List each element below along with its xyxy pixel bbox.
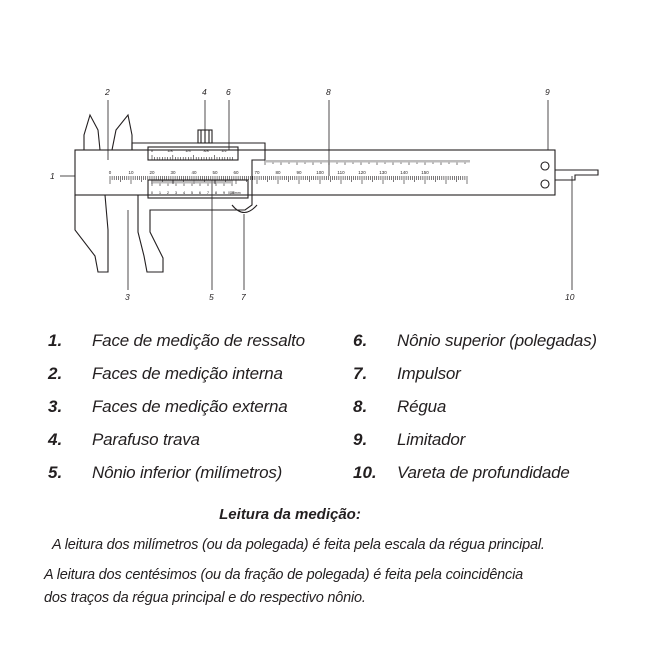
- lower-vernier-label: 7: [207, 190, 210, 195]
- main-scale-label: 30: [170, 170, 176, 175]
- legend-item: 3. Faces de medição externa: [48, 391, 368, 424]
- precision-label: 0,05mm: [228, 191, 241, 195]
- callout-1: 1: [50, 171, 55, 181]
- legend-label: Faces de medição externa: [92, 396, 288, 416]
- fixed-jaw-internal: [83, 113, 101, 151]
- legend-label: Nônio inferior (milímetros): [92, 462, 283, 482]
- legend-label: Nônio superior (polegadas): [397, 331, 597, 351]
- reading-paragraph-1: A leitura dos milímetros (ou da polegada…: [52, 537, 545, 553]
- main-scale-label: 110: [337, 170, 345, 175]
- lower-vernier-label: 6: [199, 190, 202, 195]
- main-scale-label: 70: [254, 170, 260, 175]
- lower-vernier-label: 4: [183, 190, 186, 195]
- main-scale-label: 140: [400, 170, 408, 175]
- main-scale-label: 120: [358, 170, 366, 175]
- legend-number: 7.: [353, 364, 368, 384]
- callout-10: 10: [565, 292, 575, 302]
- vernier-scales: [151, 155, 233, 186]
- main-scale-label: 0: [109, 170, 112, 175]
- thumb-impulsor: [231, 204, 258, 214]
- legend-item: 5. Nônio inferior (milímetros): [48, 456, 368, 489]
- callout-4: 4: [202, 87, 207, 97]
- lower-vernier-label: 10: [230, 190, 235, 195]
- main-scale-label: 150: [421, 170, 429, 175]
- legend-column-right: 6.Nônio superior (polegadas) 7.Impulsor …: [353, 325, 650, 489]
- legend-item: 6. Nônio superior (polegadas): [353, 325, 650, 358]
- lower-vernier-label: 2: [167, 190, 170, 195]
- legend-column-left: 1. Face de medição de ressalto 2. Faces de…: [48, 325, 368, 489]
- legend-item: 8. Régua: [353, 391, 650, 424]
- legend-number: 2.: [48, 364, 63, 384]
- main-scale-label: 90: [296, 170, 302, 175]
- main-scale-label: 80: [275, 170, 281, 175]
- sliding-jaw-internal: [111, 113, 133, 151]
- depth-rod: [555, 169, 599, 181]
- reading-title: Leitura da medição:: [219, 506, 361, 523]
- legend-number: 6.: [353, 331, 368, 351]
- legend-label: Impulsor: [397, 364, 461, 384]
- main-scale-label: 10: [128, 170, 134, 175]
- lower-vernier-label: 0: [151, 190, 154, 195]
- upper-vernier-window: [147, 146, 239, 161]
- legend-item: 10. Vareta de profundidade: [353, 456, 650, 489]
- upper-vernier-label: 3/8: [203, 148, 209, 153]
- legend-label: Vareta de profundidade: [397, 462, 570, 482]
- main-scale: [109, 160, 470, 184]
- legend-item: 7. Impulsor: [353, 358, 650, 391]
- legend-number: 3.: [48, 396, 63, 416]
- legend-item: 1. Face de medição de ressalto: [48, 325, 368, 358]
- legend-label: Parafuso trava: [92, 429, 200, 449]
- callout-3: 3: [125, 292, 130, 302]
- legend-number: 9.: [353, 429, 368, 449]
- legend-label: Face de medição de ressalto: [92, 331, 305, 351]
- main-scale-label: 100: [316, 170, 324, 175]
- legend-item: 9. Limitador: [353, 423, 650, 456]
- legend-label: Limitador: [397, 429, 466, 449]
- main-beam: [74, 149, 556, 196]
- legend-number: 1.: [48, 331, 63, 351]
- legend-item: 2. Faces de medição interna: [48, 358, 368, 391]
- upper-vernier-label: 0: [151, 148, 154, 153]
- main-scale-label: 130: [379, 170, 387, 175]
- main-scale-label: 20: [149, 170, 155, 175]
- reading-paragraph-2-line-2: dos traços da régua principal e do respe…: [44, 590, 366, 606]
- legend-number: 8.: [353, 396, 368, 416]
- callout-7: 7: [241, 292, 246, 302]
- main-scale-label: 60: [233, 170, 239, 175]
- legend-item: 4. Parafuso trava: [48, 423, 368, 456]
- upper-vernier-label: 1/2: [221, 148, 227, 153]
- lower-vernier-label: 1: [159, 190, 162, 195]
- legend-label: Faces de medição interna: [92, 364, 283, 384]
- upper-vernier-label: 1/4: [185, 148, 191, 153]
- callout-5: 5: [209, 292, 214, 302]
- legend-number: 10.: [353, 462, 377, 482]
- upper-vernier-label: 1/8: [167, 148, 173, 153]
- limit-screw: [540, 161, 550, 171]
- callout-9: 9: [545, 87, 550, 97]
- sliding-body: [131, 142, 266, 273]
- main-scale-label: 40: [191, 170, 197, 175]
- legend-label: Régua: [397, 396, 447, 416]
- callout-6: 6: [226, 87, 231, 97]
- fixed-jaw-external: [74, 194, 109, 273]
- limit-screw: [540, 179, 550, 189]
- lower-vernier-label: 8: [215, 190, 218, 195]
- main-scale-label: 50: [212, 170, 218, 175]
- reading-paragraph-2-line-1: A leitura dos centésimos (ou da fração d…: [44, 567, 523, 583]
- lower-vernier-label: 9: [223, 190, 226, 195]
- lower-vernier-label: 5: [191, 190, 194, 195]
- lower-vernier-label: 3: [175, 190, 178, 195]
- legend-number: 4.: [48, 429, 63, 449]
- callout-8: 8: [326, 87, 331, 97]
- callout-2: 2: [104, 87, 110, 97]
- legend-number: 5.: [48, 462, 63, 482]
